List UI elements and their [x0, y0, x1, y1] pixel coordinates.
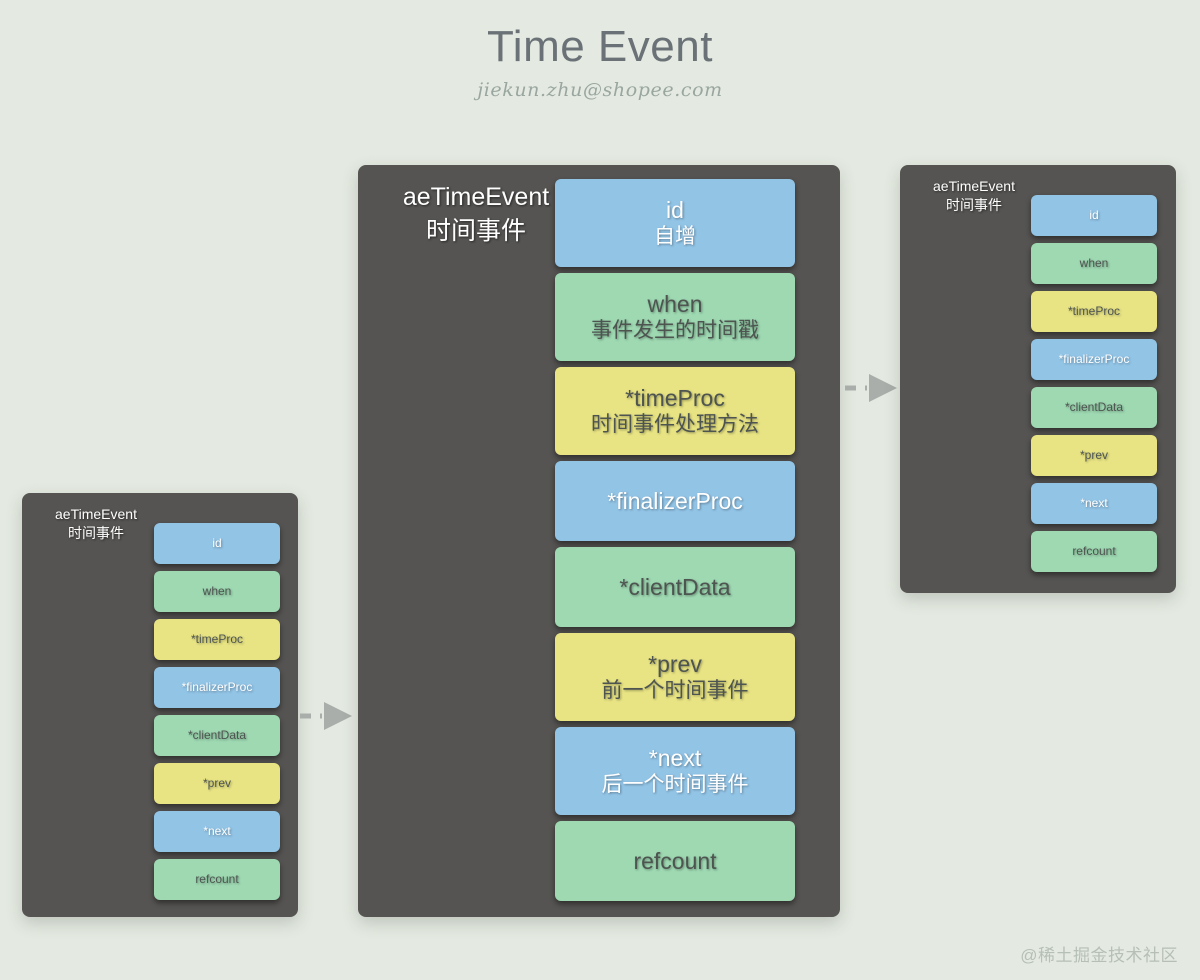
field-description: 前一个时间事件 — [601, 679, 749, 703]
struct-card-left-field-list: id when *timeProc *finalizerProc *clientData… — [154, 523, 280, 900]
field-name: *timeProc — [1067, 304, 1120, 318]
struct-card-right[interactable]: aeTimeEvent 时间事件 id when *timeProc *finaliz… — [900, 165, 1176, 593]
field-refcount[interactable]: refcount — [1031, 531, 1157, 572]
field-name: *clientData — [187, 728, 247, 742]
field-name: refcount — [1072, 544, 1116, 558]
field-finalizerproc[interactable]: *finalizerProc — [555, 461, 795, 541]
struct-card-right-field-list: id when *timeProc *finalizerProc *clientData… — [1031, 195, 1157, 572]
field-name: when — [647, 290, 703, 317]
field-name: *prev — [648, 650, 702, 677]
field-prev[interactable]: *prev — [1031, 435, 1157, 476]
field-clientdata[interactable]: *clientData — [154, 715, 280, 756]
field-name: *finalizerProc — [181, 680, 253, 694]
author-email: jiekun.zhu@shopee.com — [477, 78, 723, 101]
field-when[interactable]: when — [154, 571, 280, 612]
field-description: 事件发生的时间戳 — [591, 319, 759, 343]
field-name: id — [1089, 208, 1099, 222]
field-refcount[interactable]: refcount — [555, 821, 795, 901]
field-name: *next — [1080, 496, 1108, 510]
field-name: *timeProc — [625, 384, 725, 411]
page-title: Time Event — [487, 22, 713, 71]
field-name: *finalizerProc — [607, 487, 743, 514]
field-name: *timeProc — [190, 632, 243, 646]
field-name: id — [212, 536, 222, 550]
field-name: refcount — [633, 847, 717, 874]
field-name: *finalizerProc — [1058, 352, 1130, 366]
struct-card-left-title: aeTimeEvent 时间事件 — [55, 506, 137, 541]
field-next[interactable]: *next — [1031, 483, 1157, 524]
field-name: when — [1079, 256, 1109, 270]
field-description: 自增 — [654, 225, 696, 249]
struct-card-left[interactable]: aeTimeEvent 时间事件 id when *timeProc *finaliz… — [22, 493, 298, 917]
field-id[interactable]: id — [1031, 195, 1157, 236]
struct-card-right-title: aeTimeEvent 时间事件 — [933, 178, 1015, 213]
field-name: *prev — [202, 776, 231, 790]
field-refcount[interactable]: refcount — [154, 859, 280, 900]
field-clientdata[interactable]: *clientData — [1031, 387, 1157, 428]
struct-card-main-title: aeTimeEvent 时间事件 — [402, 183, 550, 245]
field-name: *clientData — [619, 573, 731, 600]
arrow-main-to-right-icon — [843, 370, 903, 411]
field-id[interactable]: id — [154, 523, 280, 564]
field-name: *prev — [1079, 448, 1108, 462]
field-finalizerproc[interactable]: *finalizerProc — [154, 667, 280, 708]
field-description: 时间事件处理方法 — [591, 413, 759, 437]
field-name: *clientData — [1064, 400, 1124, 414]
field-description: 后一个时间事件 — [601, 773, 749, 797]
arrow-left-to-main-icon — [298, 698, 358, 739]
field-name: id — [666, 196, 684, 223]
field-name: refcount — [195, 872, 239, 886]
field-name: *next — [648, 744, 702, 771]
field-prev[interactable]: *prev — [154, 763, 280, 804]
field-clientdata[interactable]: *clientData — [555, 547, 795, 627]
field-finalizerproc[interactable]: *finalizerProc — [1031, 339, 1157, 380]
watermark: @稀土掘金技术社区 — [1020, 946, 1178, 965]
field-when[interactable]: when — [1031, 243, 1157, 284]
page-header: Time Event jiekun.zhu@shopee.com — [0, 22, 1200, 101]
field-timeproc[interactable]: *timeProc — [154, 619, 280, 660]
field-name: *next — [203, 824, 231, 838]
field-next[interactable]: *next — [154, 811, 280, 852]
field-timeproc[interactable]: *timeProc — [1031, 291, 1157, 332]
field-name: when — [202, 584, 232, 598]
